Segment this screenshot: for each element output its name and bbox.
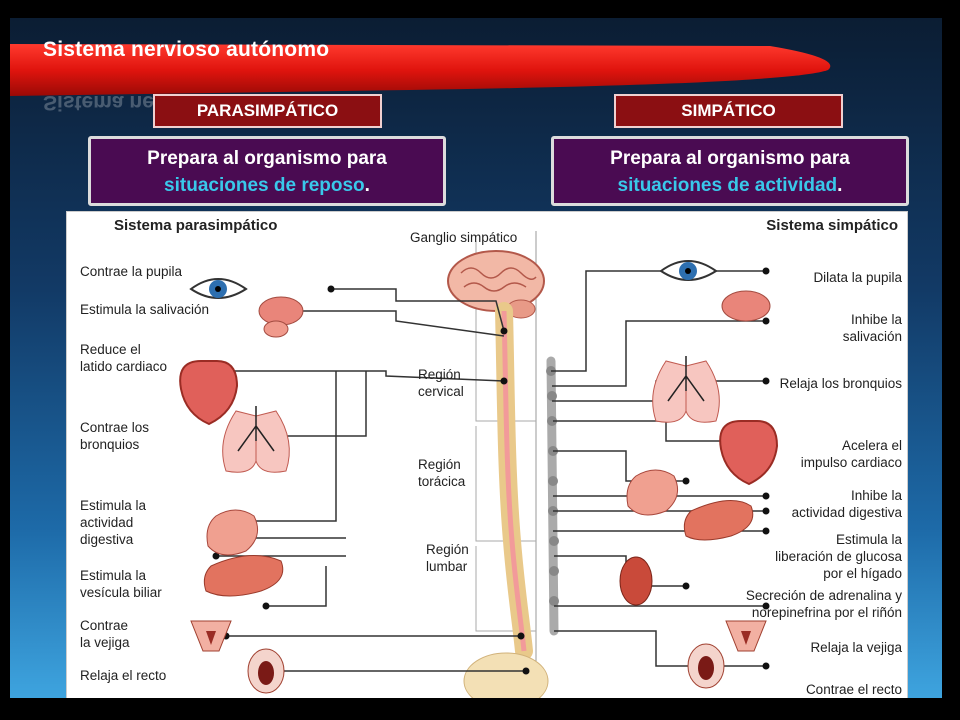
right-item-1: Dilata la pupila — [813, 270, 902, 285]
parasympathetic-description-line2: situaciones de reposo. — [91, 172, 443, 199]
parasympathetic-description: Prepara al organismo para situaciones de… — [88, 136, 446, 206]
left-item-8: Relaja el recto — [80, 668, 167, 683]
left-bladder-icon — [190, 620, 232, 652]
left-rectum-icon — [247, 648, 285, 694]
parasympathetic-highlight: situaciones de reposo — [164, 175, 365, 196]
right-eye-icon — [659, 260, 718, 281]
right-item-2: Inhibe la salivación — [842, 312, 902, 344]
left-diagram-title: Sistema parasimpático — [114, 217, 278, 234]
left-eye-icon — [189, 278, 248, 299]
left-item-2: Estimula la salivación — [80, 302, 210, 317]
title-swoosh — [10, 44, 831, 96]
right-salivary-gland-icon — [721, 290, 771, 322]
right-kidney-icon — [619, 556, 653, 606]
right-item-9: Contrae el recto — [805, 682, 902, 697]
left-stomach-icon — [206, 509, 259, 556]
region-cervical: Región cervical — [418, 367, 464, 399]
parasympathetic-description-line1: Prepara al organismo para — [147, 148, 387, 169]
left-item-1: Contrae la pupila — [80, 264, 183, 279]
diagram-drawing — [66, 211, 908, 698]
right-item-8: Relaja la vejiga — [810, 640, 902, 655]
left-item-7: Contrae la vejiga — [80, 618, 130, 650]
slide: Sistema nervioso autónomo Sistema nervio… — [10, 18, 942, 698]
parasympathetic-nerves — [201, 288, 526, 672]
right-diagram-title: Sistema simpático — [766, 217, 898, 234]
right-item-6: Estimula la liberación de glucosa por el… — [775, 532, 902, 581]
sympathetic-description-line1: Prepara al organismo para — [610, 148, 850, 169]
right-liver-icon — [683, 500, 754, 541]
spinal-cord — [463, 302, 549, 698]
left-heart-icon — [179, 360, 239, 426]
slide-title: Sistema nervioso autónomo — [43, 38, 330, 61]
left-item-3: Reduce el latido cardiaco — [80, 342, 168, 374]
parasympathetic-label: PARASIMPÁTICO — [153, 94, 382, 128]
right-item-4: Acelera el impulso cardiaco — [800, 438, 902, 470]
left-item-4: Contrae los bronquios — [80, 420, 150, 452]
sympathetic-description-line2: situaciones de actividad. — [554, 172, 906, 199]
region-thoracic: Región torácica — [418, 457, 466, 489]
right-lungs-icon — [652, 356, 720, 423]
ganglion-label: Ganglio simpático — [410, 230, 518, 245]
right-rectum-icon — [687, 643, 725, 689]
left-item-6: Estimula la vesícula biliar — [80, 568, 162, 600]
right-item-5: Inhibe la actividad digestiva — [791, 488, 902, 520]
right-bladder-icon — [725, 620, 767, 652]
sympathetic-highlight: situaciones de actividad — [617, 175, 838, 196]
autonomic-diagram: Sistema parasimpático Sistema simpático … — [66, 211, 908, 698]
left-item-5: Estimula la actividad digestiva — [80, 498, 147, 547]
sympathetic-description: Prepara al organismo para situaciones de… — [551, 136, 909, 206]
left-liver-icon — [203, 555, 284, 597]
right-item-3: Relaja los bronquios — [779, 376, 902, 391]
sympathetic-label: SIMPÁTICO — [614, 94, 843, 128]
right-item-7: Secreción de adrenalina y norepinefrina … — [745, 588, 902, 620]
parasympathetic-suffix: . — [364, 175, 370, 196]
region-lumbar: Región lumbar — [426, 542, 469, 574]
left-salivary-gland-icon — [258, 296, 304, 338]
sympathetic-chain — [546, 356, 559, 636]
left-lungs-icon — [222, 406, 290, 473]
right-heart-icon — [719, 420, 779, 486]
sympathetic-suffix: . — [837, 175, 843, 196]
right-stomach-icon — [626, 469, 679, 516]
